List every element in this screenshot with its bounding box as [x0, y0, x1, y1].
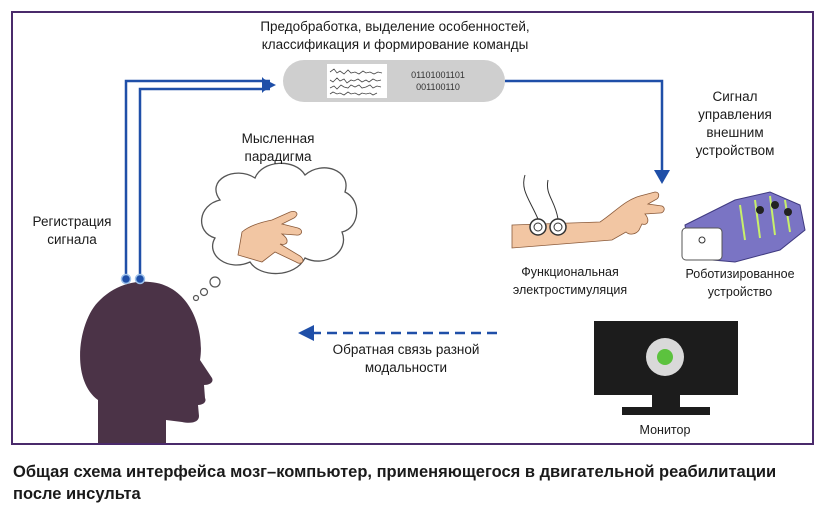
robotic-device-label: Роботизированное устройство	[685, 267, 795, 299]
preprocessing-label: Предобработка, выделение особенностей, к…	[260, 19, 530, 52]
monitor-icon	[594, 321, 738, 415]
feedback-arrow	[298, 325, 497, 341]
feedback-label: Обратная связь разной модальности	[332, 342, 480, 375]
output-arrow	[505, 79, 670, 184]
control-signal-label: Сигнал управления внешним устройством	[695, 89, 775, 158]
signal-registration-label: Регистрация сигнала	[32, 214, 112, 247]
electrode-pad-icon	[549, 218, 567, 236]
head-silhouette	[80, 273, 213, 443]
fes-label: Функциональная электростимуляция	[512, 265, 628, 297]
monitor-label: Монитор	[639, 423, 691, 437]
figure-caption: Общая схема интерфейса мозг–компьютер, п…	[13, 463, 777, 503]
robotic-hand	[681, 191, 806, 263]
eeg-signal-icon	[329, 68, 383, 96]
electrode-icon	[120, 273, 132, 285]
electrode-pad-icon	[529, 218, 547, 236]
binary-code-line-1: 01101001101	[411, 70, 465, 80]
fes-arm	[511, 174, 665, 249]
mental-paradigm-label: Мысленная парадигма	[241, 131, 315, 164]
binary-code-line-2: 001100110	[416, 82, 460, 92]
thought-cloud	[192, 162, 358, 302]
imagined-hand-icon	[237, 211, 304, 264]
electrode-icon	[134, 273, 146, 285]
signal-lines	[124, 77, 276, 278]
processing-unit	[283, 60, 505, 102]
